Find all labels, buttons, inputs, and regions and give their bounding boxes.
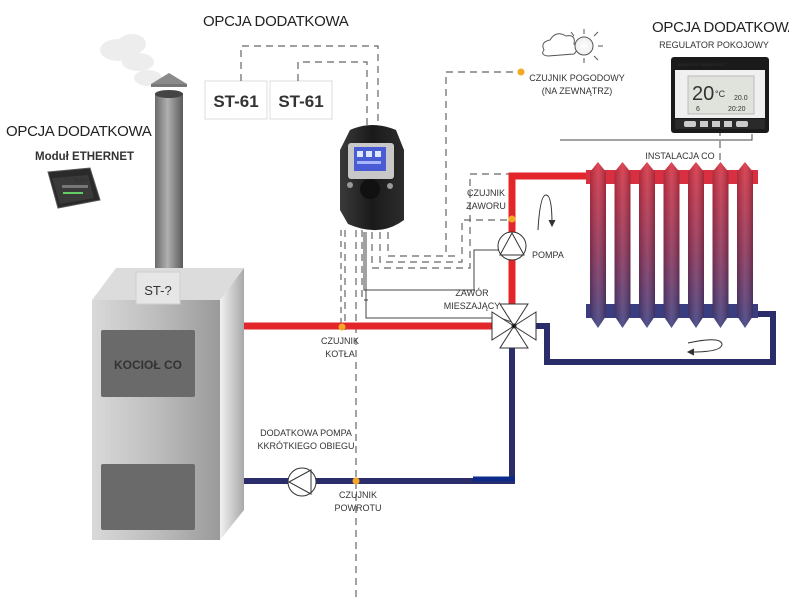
- ethernet-option-heading: OPCJA DODATKOWA: [6, 123, 152, 140]
- ethernet-module-device: [47, 167, 101, 209]
- valve-sensor-label-line2: ZAWORU: [466, 201, 506, 211]
- room-regulator-day: 6: [696, 106, 700, 113]
- weather-sensor-label-line2: (NA ZEWNĄTRZ): [542, 86, 613, 96]
- room-regulator-temp: 20: [692, 83, 714, 105]
- boiler-label: KOCIOŁ CO: [114, 358, 182, 372]
- return-sensor-label-line2: POWROTU: [335, 503, 382, 513]
- short-circuit-pump-label-line2: KKRÓTKIEGO OBIEGU: [257, 441, 354, 451]
- room-regulator-time: 20:20: [728, 106, 746, 113]
- st61-option-heading: OPCJA DODATKOWA: [203, 13, 349, 30]
- pump-label: POMPA: [532, 250, 564, 260]
- radiator-fin-shade: [614, 162, 631, 328]
- radiator-fin-shade: [639, 162, 655, 328]
- main-controller: [340, 125, 404, 231]
- room-regulator-subheading: REGULATOR POKOJOWY: [659, 40, 769, 50]
- mixing-valve-icon: [491, 303, 537, 349]
- weather-sensor-label-line1: CZUJNIK POGODOWY: [529, 73, 625, 83]
- smoke-clouds: [100, 34, 162, 86]
- st61-module-1: [204, 80, 268, 120]
- room-regulator-device: [671, 57, 769, 133]
- radiator-fin-shade: [663, 162, 680, 328]
- weather-sensor-dot: [517, 68, 525, 76]
- boiler-lower-door: [101, 464, 195, 530]
- return-sensor-dot: [352, 477, 360, 485]
- room-regulator-option-heading: OPCJA DODATKOWA: [652, 19, 789, 36]
- boiler-sensor-label-line2: KOTŁA: [325, 349, 355, 359]
- boiler-sensor-label-line1: CZUJNIK: [321, 336, 359, 346]
- chimney: [151, 73, 187, 278]
- ethernet-brand: TECH: [73, 178, 87, 184]
- boiler-controller-label: ST-?: [144, 283, 171, 298]
- radiator-fin-shade: [737, 162, 753, 328]
- valve-sensor-dot: [508, 215, 516, 223]
- st61-module-2-label: ST-61: [278, 92, 323, 111]
- short-circuit-pump-icon: [287, 467, 317, 497]
- flow-arrow-icon: [537, 194, 723, 356]
- room-regulator-set-temp: 20.0: [734, 95, 748, 102]
- radiator-fins: [590, 162, 753, 328]
- room-regulator-unit: °C: [715, 89, 726, 99]
- supply-pipes: [244, 172, 588, 330]
- pump-icon: [497, 231, 527, 261]
- ethernet-module-title: Moduł ETHERNET: [35, 151, 134, 163]
- mixing-valve-label-line2: MIESZAJĄCY: [444, 301, 501, 311]
- radiator-fin-shade: [688, 162, 704, 328]
- short-circuit-pump-label-line1: DODATKOWA POMPA: [260, 428, 352, 438]
- boiler-upper-door: [101, 330, 195, 397]
- mixing-valve-label-line1: ZAWÓR: [455, 288, 489, 298]
- st61-module-1-label: ST-61: [213, 92, 258, 111]
- boiler-sensor-dot: [338, 323, 346, 331]
- room-regulator-device-label: WIRELESS THERMOSTAT: [677, 62, 726, 67]
- weather-sensor-icon: [542, 29, 603, 63]
- installation-label: INSTALACJA CO: [645, 151, 714, 161]
- st61-module-2: [269, 80, 333, 120]
- valve-sensor-label-line1: CZUJNIK: [467, 188, 505, 198]
- boiler: [92, 268, 244, 540]
- control-wires: [363, 134, 753, 323]
- radiator-fin-shade: [590, 162, 606, 328]
- radiator-fin-shade: [712, 162, 729, 328]
- return-sensor-label-line1: CZUJNIK: [339, 490, 377, 500]
